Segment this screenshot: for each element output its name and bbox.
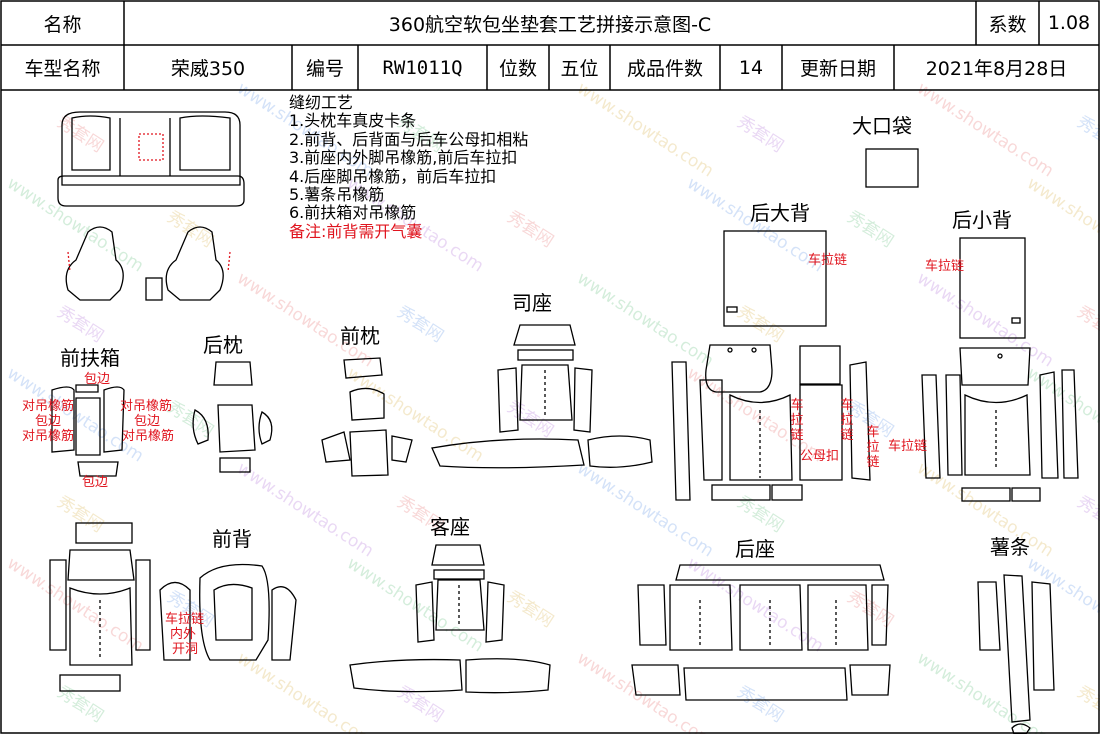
craft-step: 1.头枕车真皮卡条 [289, 111, 417, 131]
pieces-value: 14 [738, 56, 764, 79]
code-label: 编号 [305, 58, 344, 80]
title-passenger-seat: 客座 [430, 515, 470, 539]
craft-title: 缝纫工艺 [289, 93, 354, 112]
front-back-pieces [49, 522, 297, 692]
note-zipper: 车拉链 [925, 259, 965, 274]
note-hang-elastic: 对吊橡筋 [22, 429, 75, 444]
note-open-hole: 开洞 [172, 642, 199, 657]
title-driver-seat: 司座 [512, 291, 552, 315]
pieces-label: 成品件数 [626, 58, 703, 80]
title-rear-back: 后大背 [750, 201, 810, 225]
title-rear-small-back: 后小背 [952, 208, 1012, 232]
note-zipper: 车拉链 [808, 253, 848, 268]
note-vertical-zipper: 车 拉 链 [840, 398, 854, 443]
note-inner-outer: 内外 [170, 627, 197, 642]
model-label: 车型名称 [24, 58, 101, 80]
note-edge: 包边 [84, 372, 111, 387]
craft-step: 2.前背、后背面与后车公母扣相粘 [289, 129, 529, 149]
coef-label: 系数 [988, 13, 1027, 36]
date-value: 2021年8月28日 [925, 58, 1068, 80]
seat-overview [57, 111, 245, 301]
coef-value: 1.08 [1047, 12, 1091, 34]
note-hang-elastic: 对吊橡筋 [122, 429, 175, 444]
craft-step: 4.后座脚吊橡筋，前后车拉扣 [289, 166, 497, 186]
craft-step: 6.前扶箱对吊橡筋 [289, 203, 417, 223]
title-strip: 薯条 [990, 535, 1030, 559]
code-value: RW1011Q [382, 56, 463, 79]
note-hang-elastic: 对吊橡筋 [22, 399, 75, 414]
note-edge: 包边 [134, 414, 161, 429]
sewing-craft-notes: 缝纫工艺 1.头枕车真皮卡条 2.前背、后背面与后车公母扣相粘 3.前座内外脚吊… [289, 93, 529, 241]
craft-step: 5.薯条吊橡筋 [289, 185, 385, 205]
passenger-seat-pieces [349, 544, 551, 694]
pocket-piece [865, 148, 919, 188]
note-vertical-zipper: 车 拉 链 [790, 398, 804, 443]
craft-step: 3.前座内外脚吊橡筋,前后车拉扣 [289, 148, 518, 168]
seats-value: 五位 [560, 58, 599, 80]
title-rear-pillow: 后枕 [203, 333, 243, 357]
title-front-back: 前背 [212, 527, 252, 551]
note-zipper: 车拉链 [888, 439, 928, 454]
note-hang-elastic: 对吊橡筋 [120, 399, 173, 414]
driver-seat-pieces [431, 324, 653, 469]
front-pillow-pieces [321, 357, 413, 477]
note-male-female: 公母扣 [800, 449, 840, 464]
doc-title: 360航空软包坐垫套工艺拼接示意图-C [388, 13, 712, 36]
craft-remark: 备注:前背需开气囊 [289, 221, 423, 241]
note-edge: 包边 [35, 414, 62, 429]
date-label: 更新日期 [799, 58, 876, 80]
rear-pillow-pieces [192, 361, 273, 473]
note-edge: 包边 [82, 475, 109, 490]
note-zipper: 车拉链 [165, 612, 205, 627]
title-rear-seat: 后座 [735, 537, 775, 561]
note-vertical-zipper: 车 拉 链 [866, 425, 880, 470]
title-front-pillow: 前枕 [340, 324, 380, 348]
front-armrest-pieces [51, 384, 125, 477]
seats-label: 位数 [498, 58, 537, 80]
rear-back-pieces [671, 230, 871, 501]
title-pocket: 大口袋 [852, 114, 912, 138]
rear-small-back-pieces [921, 237, 1079, 502]
model-value: 荣威350 [170, 58, 246, 80]
strip-pieces [977, 574, 1055, 734]
name-label: 名称 [43, 13, 82, 36]
rear-seat-pieces [631, 564, 891, 701]
title-front-armrest: 前扶箱 [60, 346, 120, 370]
